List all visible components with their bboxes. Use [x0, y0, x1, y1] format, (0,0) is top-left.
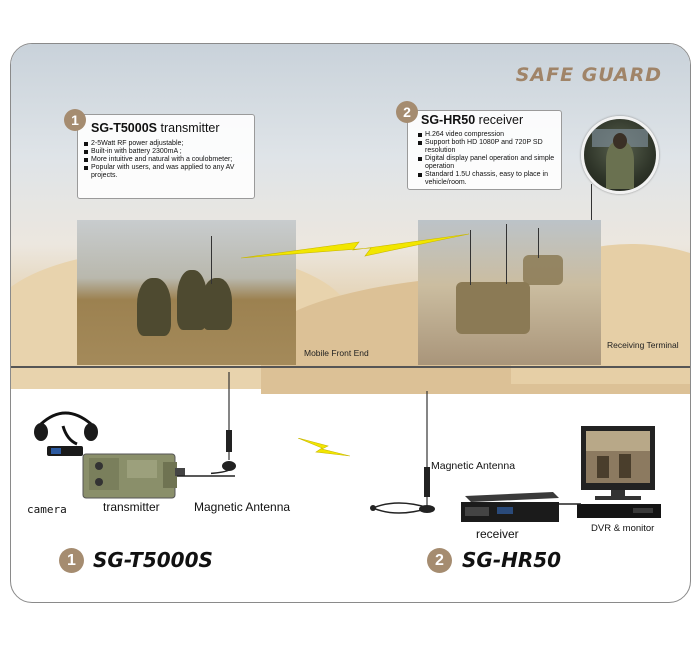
wireless-signal-small-icon [298, 438, 350, 457]
transmitter-label: transmitter [103, 500, 160, 514]
desert-scene: SAFE GUARD 1 SG-T5000S transmitter 2-5Wa… [11, 44, 690, 394]
feature-item: Standard 1.5U chassis, easy to place in … [418, 171, 558, 187]
receiver-features: H.264 video compression Support both HD … [418, 131, 558, 187]
product-number-badge: 1 [59, 548, 84, 573]
receiver-unit-icon [461, 492, 559, 522]
camera-headset-icon [34, 411, 98, 456]
vehicles-photo [418, 220, 601, 365]
vehicle-rear [523, 255, 563, 285]
camera-label: camera [27, 503, 67, 516]
dvr-monitor-icon [577, 426, 661, 518]
vehicle-front [456, 282, 530, 334]
soldier-figure [202, 278, 232, 330]
vehicle-antenna [538, 228, 539, 258]
transmitter-heading: SG-T5000S transmitter [91, 121, 220, 135]
receiver-info-box: 2 SG-HR50 receiver H.264 video compressi… [396, 101, 562, 190]
operator-figure [606, 141, 634, 189]
operator-head [613, 133, 627, 149]
antenna-cable [177, 475, 235, 477]
transmitter-features: 2-5Watt RF power adjustable; Built-in wi… [84, 140, 250, 180]
receiver-suffix: receiver [475, 113, 524, 127]
antenna-rx-label: Magnetic Antenna [431, 460, 516, 472]
transmitter-model: SG-T5000S [91, 121, 158, 135]
soldier-figure [137, 278, 171, 336]
antenna-tx-label: Magnetic Antenna [194, 500, 291, 514]
feature-item: More intuitive and natural with a coulob… [84, 156, 250, 164]
feature-item: Popular with users, and was applied to a… [84, 164, 250, 180]
control-room-photo [581, 116, 659, 194]
poster-frame: SAFE GUARD 1 SG-T5000S transmitter 2-5Wa… [10, 43, 691, 603]
receiver-label: receiver [476, 527, 519, 541]
transmitter-unit-icon [82, 453, 185, 499]
vehicle-antenna [506, 224, 507, 284]
feature-item: Support both HD 1080P and 720P SD resolu… [418, 139, 558, 155]
radio-antenna [211, 236, 212, 284]
dvr-monitor-label: DVR & monitor [591, 523, 655, 534]
feature-item: 2-5Watt RF power adjustable; [84, 140, 250, 148]
product-name-receiver: SG-HR50 [462, 548, 562, 572]
caption-mobile: Mobile Front End [304, 348, 369, 358]
rx-antenna-cable [370, 502, 431, 514]
dvr-cable [559, 503, 581, 505]
transmitter-suffix: transmitter [157, 121, 220, 135]
soldiers-photo [77, 220, 296, 365]
receiver-model: SG-HR50 [421, 113, 476, 127]
brand-title: SAFE GUARD [515, 64, 662, 86]
feature-item: Built-in with battery 2300mA ; [84, 148, 250, 156]
product-name-transmitter: SG-T5000S [93, 548, 213, 572]
antenna-icon [211, 372, 236, 475]
number-badge: 2 [396, 101, 418, 123]
receiver-heading: SG-HR50 receiver [421, 113, 523, 127]
feature-item: H.264 video compression [418, 131, 558, 139]
transmitter-info-box: 1 SG-T5000S transmitter 2-5Watt RF power… [64, 109, 255, 199]
caption-receiving: Receiving Terminal [607, 340, 679, 350]
feature-item: Digital display panel operation and simp… [418, 155, 558, 171]
wireless-signal-icon [241, 233, 470, 259]
section-divider [11, 366, 690, 368]
product-number-badge: 2 [427, 548, 452, 573]
number-badge: 1 [64, 109, 86, 131]
vehicle-antenna [470, 230, 471, 285]
